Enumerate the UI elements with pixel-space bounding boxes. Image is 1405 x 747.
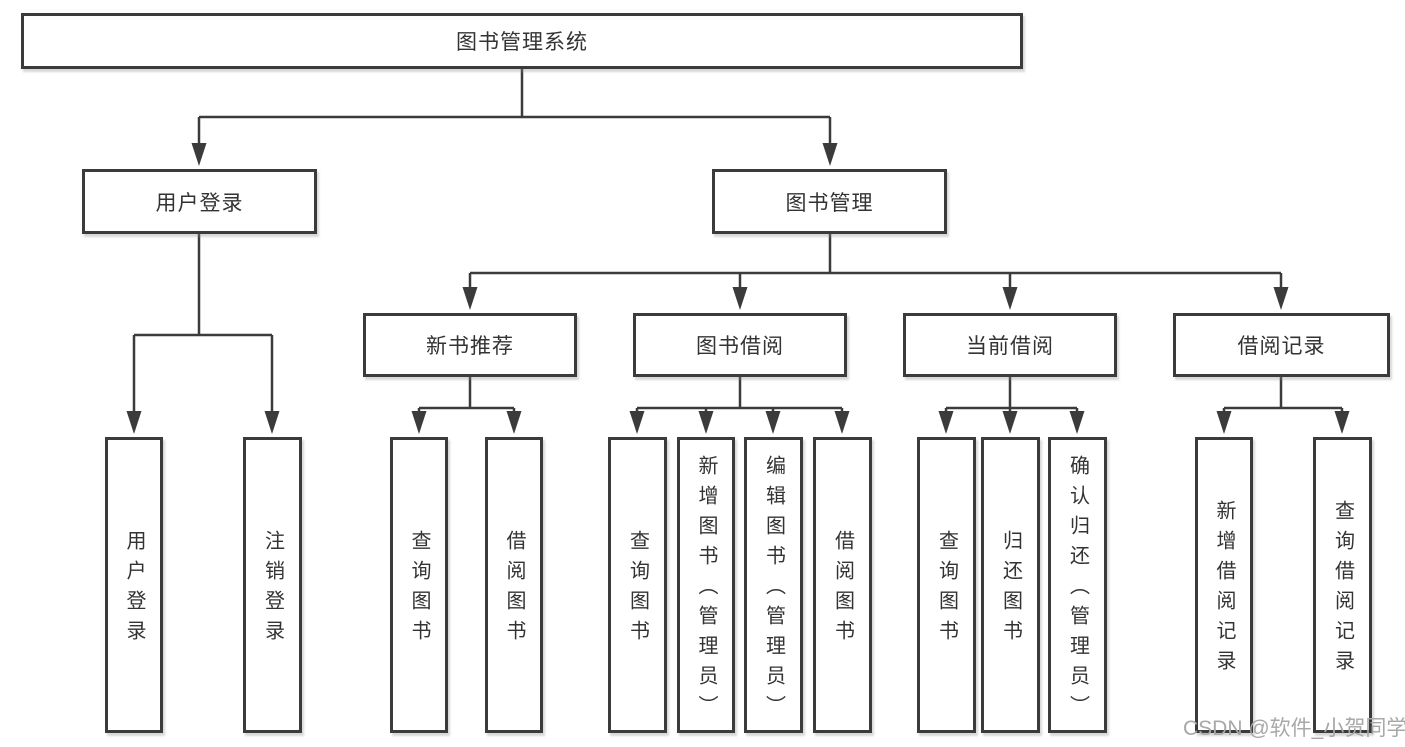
node-new-book-recommend: 新书推荐 bbox=[363, 313, 577, 377]
leaf-confirm-return-admin: 确认归还（管理员） bbox=[1048, 437, 1107, 733]
node-label: 确认归还（管理员） bbox=[1066, 455, 1089, 725]
arrow-down-icon bbox=[822, 143, 838, 166]
csdn-watermark: CSDN @软件_小贺同学 bbox=[1183, 717, 1405, 740]
arrow-down-icon bbox=[462, 287, 478, 310]
node-label: 查询图书 bbox=[626, 530, 649, 650]
node-label: 新增图书（管理员） bbox=[695, 455, 717, 725]
connector-book-borrow-to-children bbox=[629, 377, 850, 434]
connector-borrow-records-to-children bbox=[1216, 377, 1350, 434]
arrow-down-icon bbox=[191, 143, 207, 166]
connector-new-book-recommend-to-children bbox=[411, 377, 522, 434]
node-label: 借阅记录 bbox=[1237, 335, 1326, 358]
leaf-borrow-book-1: 借阅图书 bbox=[485, 437, 543, 733]
node-user-login: 用户登录 bbox=[82, 169, 317, 234]
leaf-add-borrow-record: 新增借阅记录 bbox=[1195, 437, 1253, 733]
arrow-down-icon bbox=[938, 411, 954, 434]
node-label: 图书管理 bbox=[785, 191, 874, 215]
node-label: 图书借阅 bbox=[696, 335, 784, 358]
leaf-search-book-2: 查询图书 bbox=[608, 437, 667, 733]
arrow-down-icon bbox=[698, 411, 714, 434]
leaf-search-book-3: 查询图书 bbox=[917, 437, 976, 733]
leaf-search-borrow-record: 查询借阅记录 bbox=[1313, 437, 1372, 733]
node-borrow-records: 借阅记录 bbox=[1173, 313, 1390, 377]
connector-root-to-level2 bbox=[191, 69, 838, 166]
node-label: 用户登录 bbox=[155, 191, 244, 215]
node-label: 新书推荐 bbox=[426, 335, 514, 358]
arrow-down-icon bbox=[1216, 411, 1232, 434]
leaf-add-book-admin: 新增图书（管理员） bbox=[677, 437, 735, 733]
node-label: 注销登录 bbox=[261, 530, 284, 650]
node-current-borrow: 当前借阅 bbox=[903, 313, 1117, 377]
node-root-system: 图书管理系统 bbox=[21, 13, 1023, 69]
node-book-borrow: 图书借阅 bbox=[633, 313, 847, 377]
node-label: 借阅图书 bbox=[503, 530, 525, 650]
arrow-down-icon bbox=[1334, 411, 1350, 434]
node-label: 编辑图书（管理员） bbox=[762, 455, 785, 725]
connector-user-login-to-children bbox=[126, 234, 280, 434]
leaf-borrow-book-2: 借阅图书 bbox=[813, 437, 872, 733]
leaf-user-login: 用户登录 bbox=[105, 437, 163, 733]
arrow-down-icon bbox=[629, 411, 645, 434]
node-label: 当前借阅 bbox=[966, 335, 1054, 358]
arrow-down-icon bbox=[732, 287, 748, 310]
arrow-down-icon bbox=[126, 411, 142, 434]
leaf-return-book: 归还图书 bbox=[981, 437, 1040, 733]
arrow-down-icon bbox=[506, 411, 522, 434]
node-label: 归还图书 bbox=[999, 530, 1022, 650]
leaf-search-book-1: 查询图书 bbox=[390, 437, 448, 733]
node-label: 借阅图书 bbox=[831, 530, 854, 650]
arrow-down-icon bbox=[1002, 411, 1018, 434]
connector-current-borrow-to-children bbox=[938, 377, 1085, 434]
node-label: 图书管理系统 bbox=[456, 31, 588, 54]
node-book-management: 图书管理 bbox=[712, 169, 947, 234]
arrow-down-icon bbox=[1069, 411, 1085, 434]
arrow-down-icon bbox=[834, 411, 850, 434]
arrow-down-icon bbox=[1002, 287, 1018, 310]
leaf-logout: 注销登录 bbox=[243, 437, 302, 733]
node-label: 查询图书 bbox=[408, 530, 430, 650]
node-label: 用户登录 bbox=[123, 530, 145, 650]
node-label: 新增借阅记录 bbox=[1213, 500, 1235, 680]
node-label: 查询借阅记录 bbox=[1331, 500, 1354, 680]
node-label: 查询图书 bbox=[935, 530, 958, 650]
arrow-down-icon bbox=[765, 411, 781, 434]
leaf-edit-book-admin: 编辑图书（管理员） bbox=[744, 437, 803, 733]
arrow-down-icon bbox=[264, 411, 280, 434]
connector-book-management-to-level3 bbox=[462, 234, 1289, 310]
arrow-down-icon bbox=[1273, 287, 1289, 310]
arrow-down-icon bbox=[411, 411, 427, 434]
